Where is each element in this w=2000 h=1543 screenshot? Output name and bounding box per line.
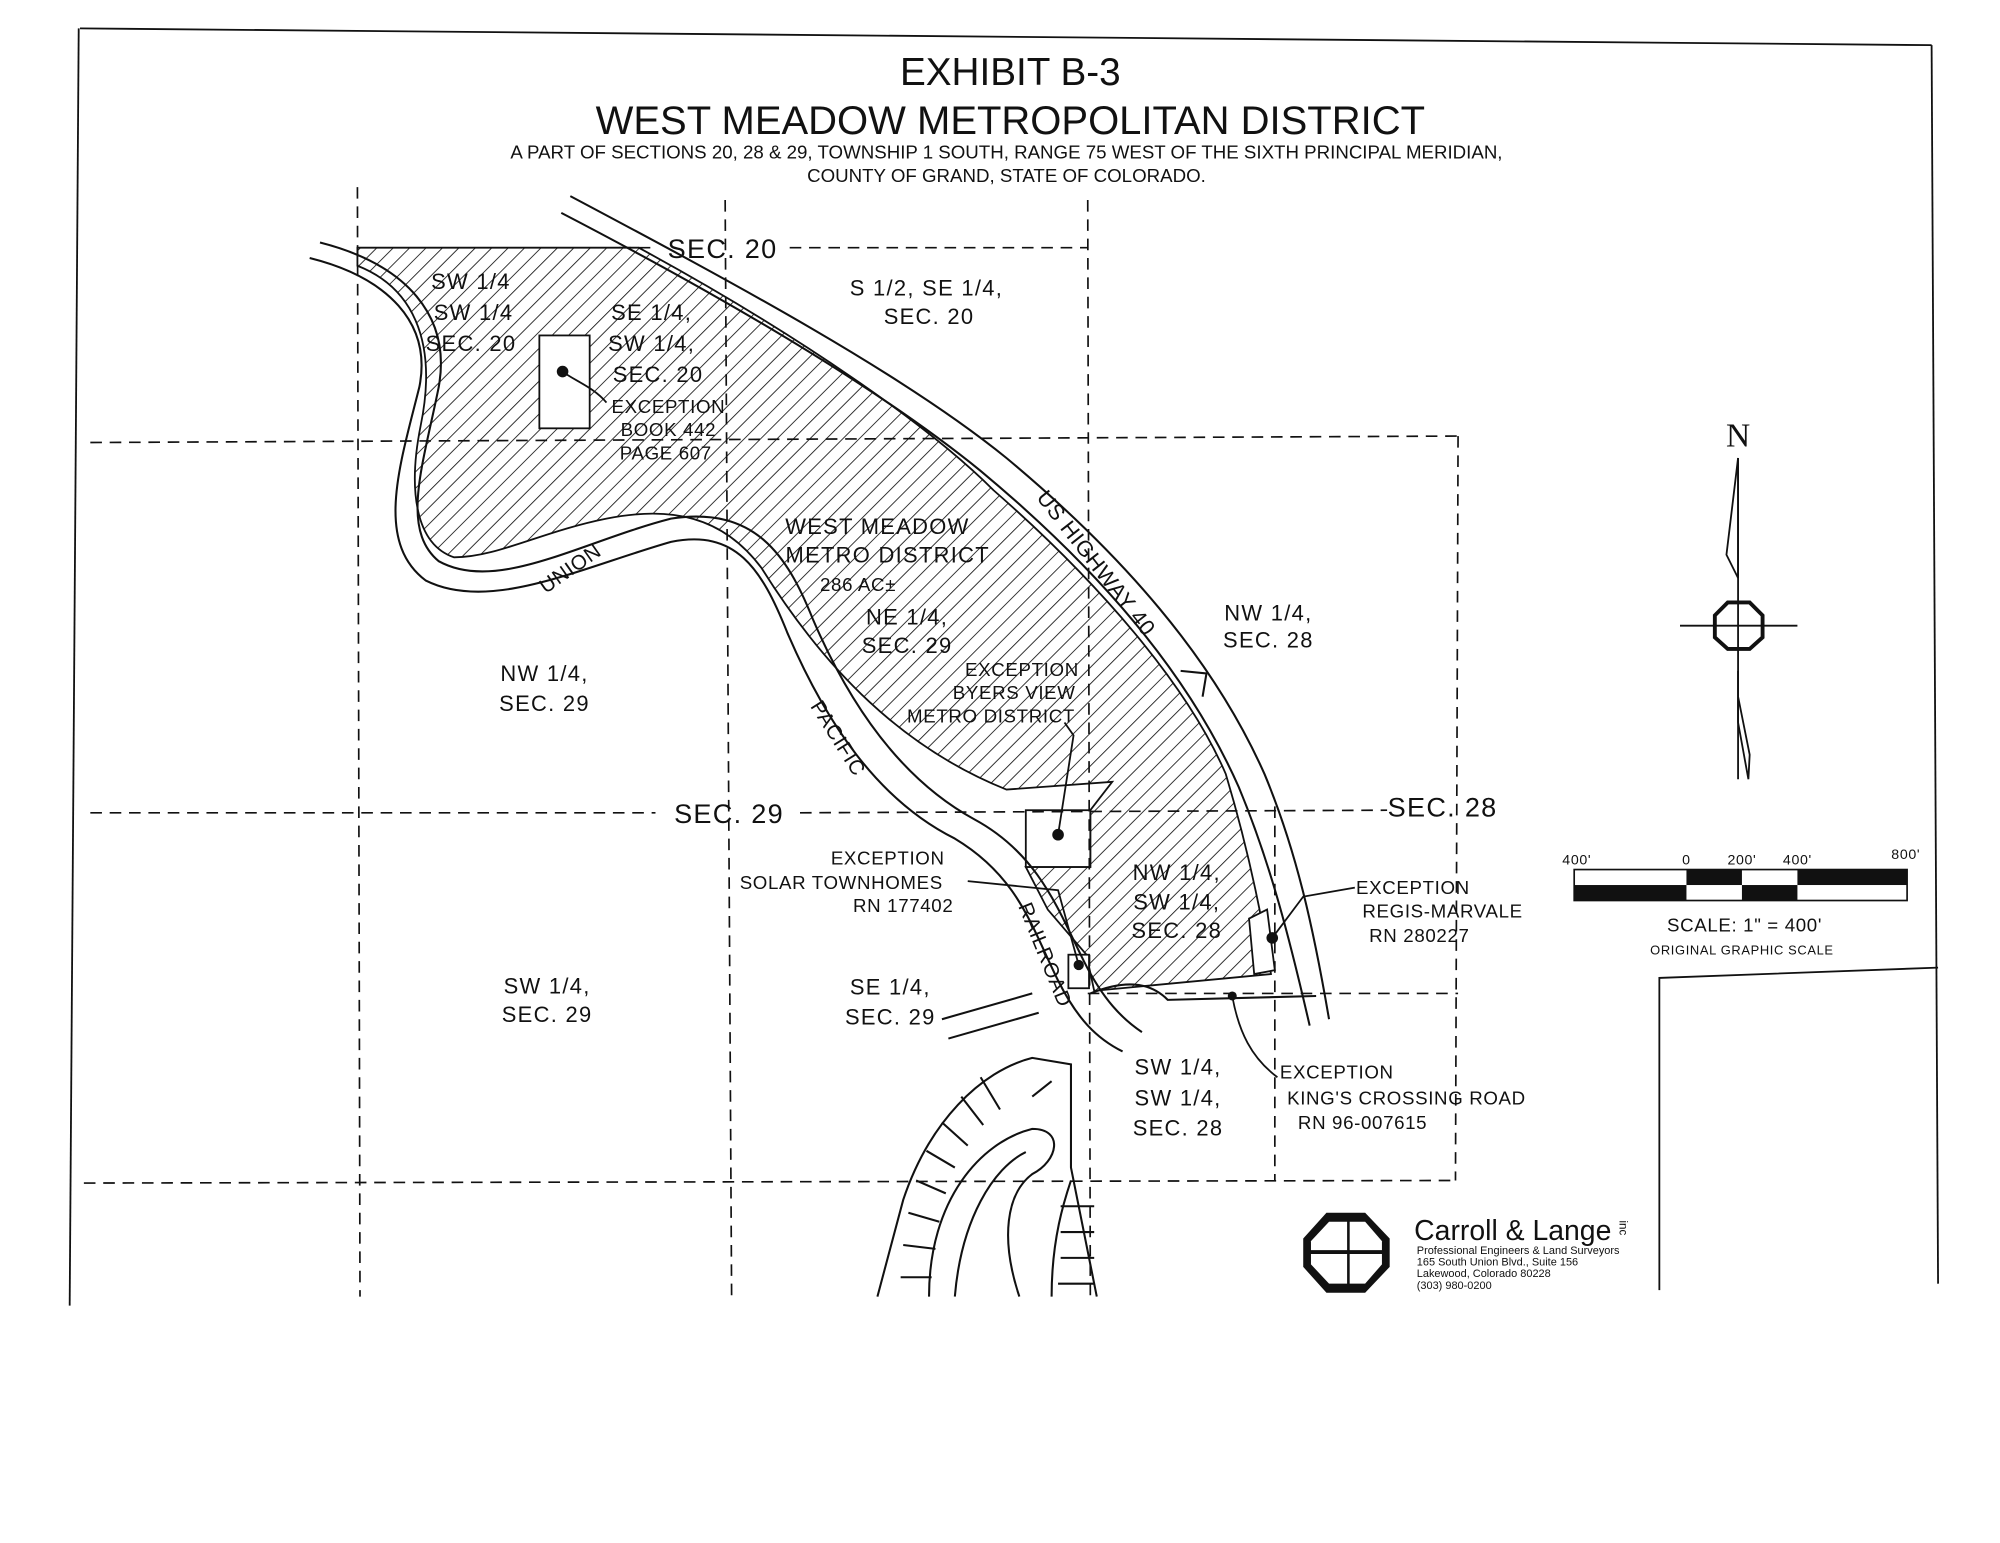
parcel-label: SEC. 20 [884,304,975,329]
section-label-20: SEC. 20 [668,233,778,264]
scale-tick: 400' [1783,852,1812,868]
parcel-label: SEC. 29 [502,1002,593,1027]
scale-tick: 800' [1891,847,1920,863]
exception-label: KING'S CROSSING ROAD [1287,1087,1526,1108]
parcel-label: SEC. 28 [1223,628,1314,653]
firm-name: Carroll & Lange [1414,1215,1611,1247]
parcel-label: SEC. 29 [499,691,590,716]
exception-solar-townhomes-parcel [1067,953,1090,990]
parcel-label: SEC. 28 [1131,918,1222,943]
parcel-label: SW 1/4 [434,300,514,325]
parcel-label: SEC. 29 [845,1004,936,1029]
parcel-label: SW 1/4, [1135,1086,1222,1111]
us-highway-40 [560,195,1331,1026]
scale-tick: 400' [1562,852,1591,868]
exception-book-442-parcel [538,334,591,430]
parcel-label: SW 1/4, [504,973,591,998]
parcel-label: NW 1/4, [500,661,588,686]
exception-label: EXCEPTION [1280,1062,1394,1083]
exception-label: REGIS-MARVALE [1362,900,1522,921]
title-block: EXHIBIT B-3 WEST MEADOW METROPOLITAN DIS… [510,51,1502,186]
local-road [941,992,1039,1040]
exception-label: EXCEPTION [965,659,1079,680]
subdivision-lots [876,1056,1098,1297]
parcel-label: NE 1/4, [866,604,948,629]
parcel-label: NW 1/4, [1133,860,1221,885]
parcel-label: SW 1/4, [608,331,695,356]
firm-suffix: inc [1616,1220,1629,1235]
parcel-label: SEC. 28 [1133,1115,1224,1140]
exception-label: RN 177402 [853,895,953,916]
parcel-label: SE 1/4, [611,300,692,325]
scale-tick: 200' [1727,852,1756,868]
scale-note: ORIGINAL GRAPHIC SCALE [1650,943,1833,958]
north-arrow-icon: N [1680,417,1798,780]
section-label-28: SEC. 28 [1388,792,1498,823]
firm-tagline: Professional Engineers & Land Surveyors [1417,1245,1620,1257]
parcel-label: SW 1/4 [431,269,511,294]
district-label: WEST MEADOW [785,514,969,539]
section-lines [83,187,1459,1297]
district-boundary [356,246,1273,992]
scale-text: SCALE: 1" = 400' [1667,914,1822,935]
carroll-lange-logo-icon [1303,1212,1390,1293]
subtitle-line1: A PART OF SECTIONS 20, 28 & 29, TOWNSHIP… [510,142,1502,163]
parcel-label: SEC. 20 [426,331,517,356]
exception-label: EXCEPTION [611,396,725,417]
exception-label: BYERS VIEW [953,682,1076,703]
exception-label: RN 96-007615 [1298,1112,1427,1133]
district-label: METRO DISTRICT [786,542,990,567]
firm-logo: Carroll & Lange inc Professional Enginee… [1303,1212,1629,1293]
parcel-label: S 1/2, SE 1/4, [850,275,1003,300]
district-acreage: 286 AC± [820,574,896,595]
sheet-border [68,27,1939,1306]
union-pacific-railroad [309,241,1143,1053]
kings-crossing-road [1089,983,1317,1001]
parcel-label: SE 1/4, [850,975,931,1000]
district-title: WEST MEADOW METROPOLITAN DISTRICT [596,99,1425,143]
exception-label: SOLAR TOWNHOMES [740,872,943,893]
subtitle-line2: COUNTY OF GRAND, STATE OF COLORADO. [807,165,1206,186]
firm-address: 165 South Union Blvd., Suite 156 [1417,1257,1578,1269]
exception-label: EXCEPTION [831,847,945,868]
firm-city: Lakewood, Colorado 80228 [1417,1268,1551,1280]
graphic-scale: 400' 0 200' 400' 800' SCALE: 1" = 400' O… [1562,847,1920,958]
exception-label: RN 280227 [1369,925,1469,946]
parcel-label: SW 1/4, [1133,890,1220,915]
exception-label: METRO DISTRICT [907,705,1075,726]
exception-labels: EXCEPTION BOOK 442 PAGE 607 EXCEPTION BY… [562,370,1526,1133]
exception-label: PAGE 607 [620,442,712,463]
exhibit-title: EXHIBIT B-3 [900,51,1121,94]
parcel-label: NW 1/4, [1224,601,1312,626]
parcel-label: SEC. 20 [613,362,704,387]
exception-label: EXCEPTION [1356,877,1470,898]
parcel-label: SW 1/4, [1135,1055,1222,1080]
parcel-label: SEC. 29 [862,633,953,658]
section-label-29: SEC. 29 [674,798,784,829]
north-label: N [1726,417,1750,454]
scale-tick: 0 [1682,852,1691,868]
parcel-labels: SW 1/4 SW 1/4 SEC. 20 SE 1/4, SW 1/4, SE… [426,269,1314,1140]
railroad-label-union: UNION [535,539,605,598]
exception-label: BOOK 442 [621,419,717,440]
firm-phone: (303) 980-0200 [1417,1280,1492,1292]
